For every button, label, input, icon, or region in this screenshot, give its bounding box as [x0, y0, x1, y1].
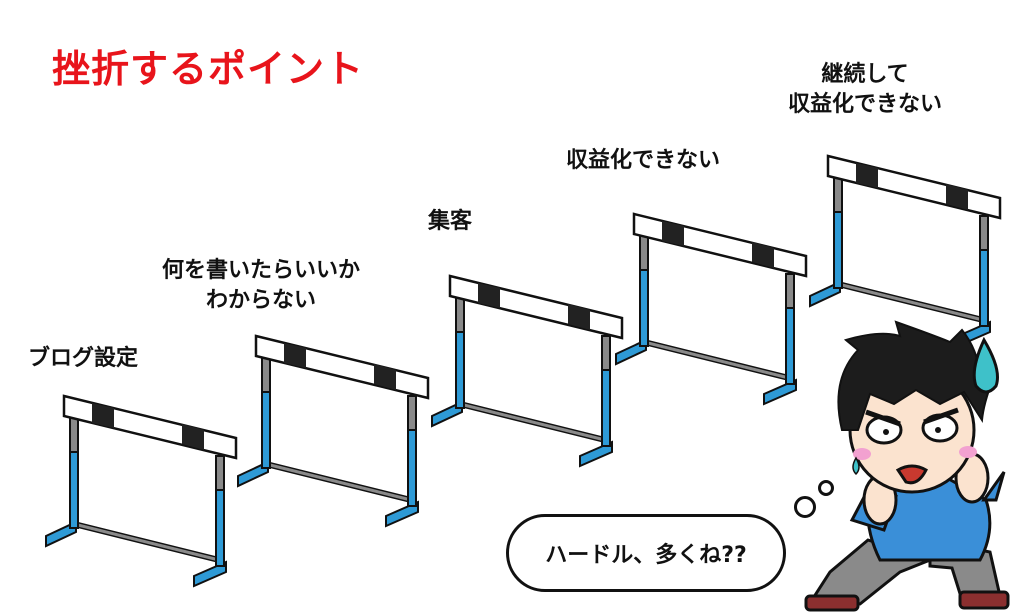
speech-bubble: ハードル、多くね??: [506, 514, 786, 592]
hurdle-icon: [46, 396, 236, 586]
sweat-drop-icon: [972, 336, 999, 394]
label-no-monetize: 収益化できない: [566, 146, 720, 176]
hurdle-icon: [810, 156, 1000, 346]
hurdle-icon: [616, 214, 806, 404]
label-line: 収益化できない: [788, 91, 943, 117]
worried-man-illustration: [804, 320, 1010, 612]
label-keep-monetize: 継続して 収益化できない: [788, 60, 942, 119]
label-line: わからない: [206, 287, 317, 313]
thought-dot: [818, 480, 834, 496]
label-line: 何を書いたらいいか: [162, 258, 361, 283]
label-line: 継続して: [821, 62, 909, 87]
speech-text: ハードル、多くね??: [545, 543, 747, 568]
label-attract-visitors: 集客: [428, 207, 472, 237]
label-line: ブログ設定: [28, 346, 139, 371]
thought-dot: [794, 496, 816, 518]
label-what-to-write: 何を書いたらいいか わからない: [162, 256, 360, 315]
label-line: 収益化できない: [566, 148, 721, 173]
label-line: 集客: [428, 209, 473, 234]
label-blog-setup: ブログ設定: [28, 344, 138, 374]
hurdle-icon: [238, 336, 428, 526]
page-title: 挫折するポイント: [52, 47, 365, 91]
hurdle-icon: [432, 276, 622, 466]
